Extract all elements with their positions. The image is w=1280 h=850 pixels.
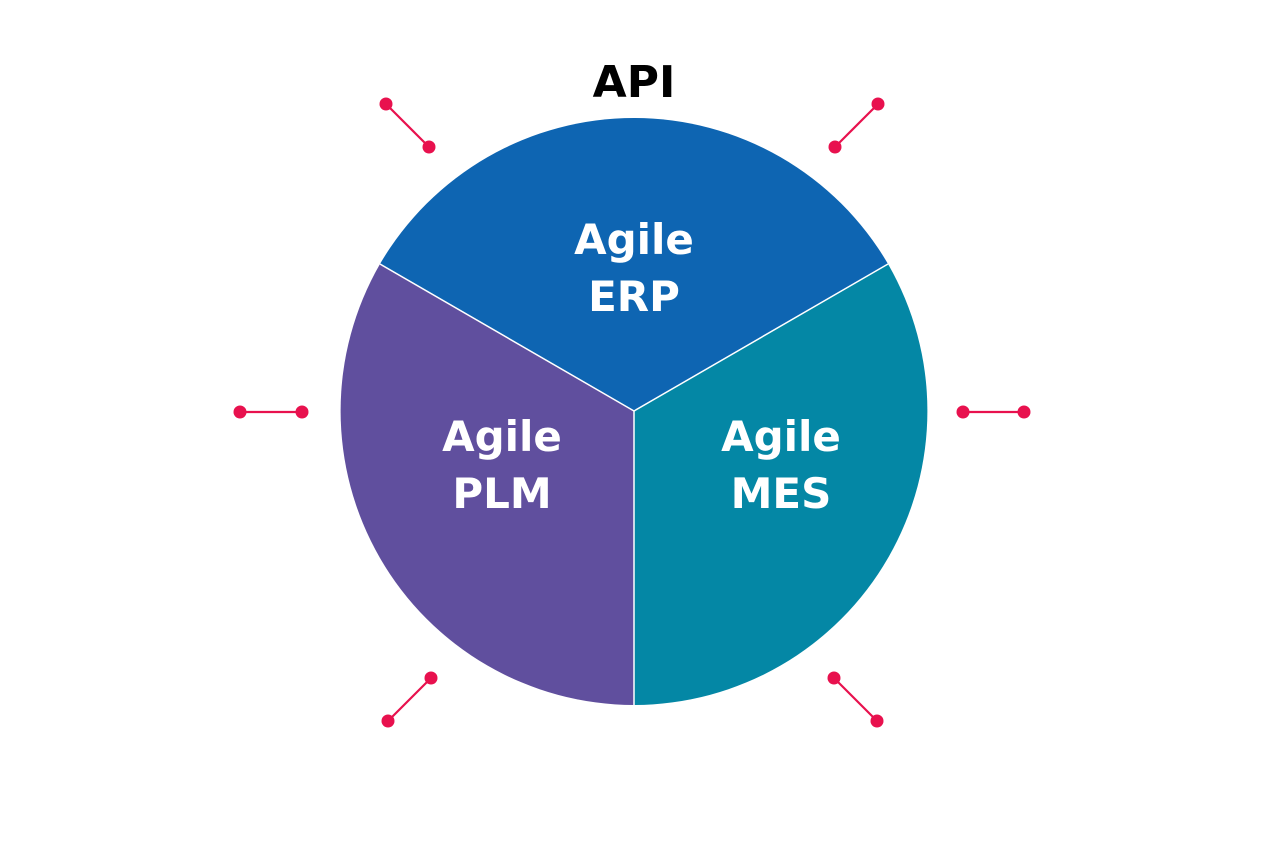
connector-node-icon [379, 97, 436, 154]
system-wheel [340, 118, 928, 705]
segment-erp[interactable] [380, 118, 888, 411]
label-erp-line2: ERP [588, 272, 680, 321]
segment-plm[interactable] [340, 264, 634, 705]
segment-divider [633, 263, 889, 412]
connector-node-icon [827, 671, 884, 728]
label-plm-line1: Agile [442, 412, 562, 461]
segment-mes[interactable] [634, 264, 928, 705]
connector-node-icon [233, 405, 309, 419]
label-mes-line1: Agile [721, 412, 841, 461]
label-plm: Agile PLM [442, 412, 562, 518]
connector-node-icon [828, 97, 885, 154]
connector-node-icon [956, 405, 1031, 419]
label-mes-line2: MES [731, 469, 832, 518]
label-erp-line1: Agile [574, 215, 694, 264]
label-mes: Agile MES [721, 412, 841, 518]
connector-node-icon [381, 671, 438, 728]
label-plm-line2: PLM [452, 469, 551, 518]
label-erp: Agile ERP [574, 215, 694, 321]
segment-divider [379, 263, 635, 412]
api-title: API [593, 57, 676, 108]
